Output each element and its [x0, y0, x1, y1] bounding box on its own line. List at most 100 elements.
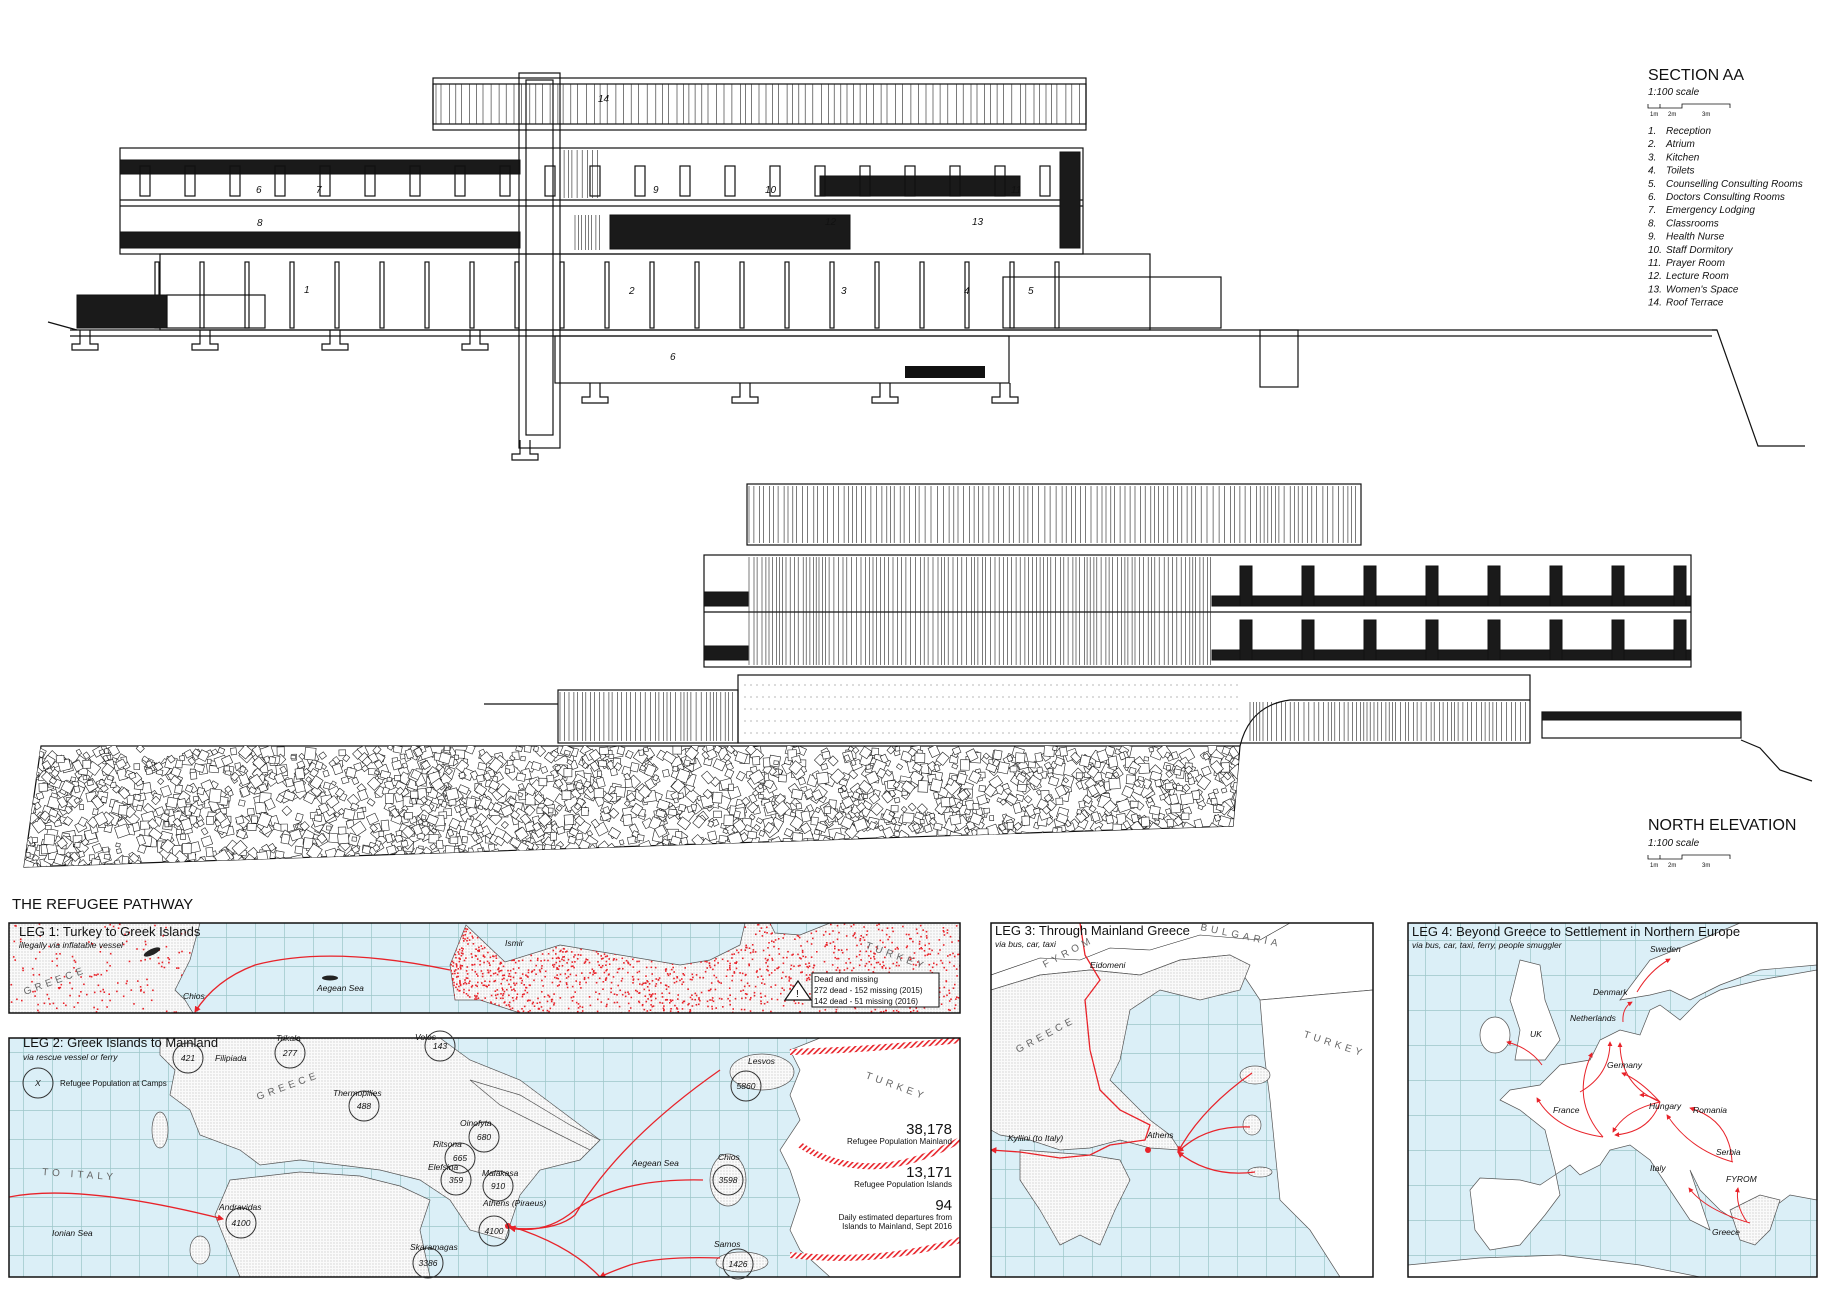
legend-number: 8. [1648, 218, 1656, 229]
legend-number: 14. [1648, 298, 1662, 309]
country-label: FYROM [1726, 1174, 1758, 1184]
room-tag: 13 [972, 217, 984, 228]
room-tag: 8 [257, 218, 263, 229]
legend-item: Toilets [1666, 166, 1695, 177]
room-tag: 1 [304, 285, 310, 296]
camp-marker: 3598 Chios [712, 1152, 744, 1196]
section-legend: SECTION AA 1:100 scale 1m 2m 3m 1.Recept… [1647, 67, 1803, 309]
room-tag: 5 [1028, 286, 1034, 297]
leg1-map: LEG 1: Turkey to Greek Islands illegally… [8, 922, 961, 1014]
scale-bar [1647, 854, 1731, 860]
leg2-title: LEG 2: Greek Islands to Mainland [23, 1035, 218, 1050]
camp-name: Filipiada [215, 1053, 247, 1063]
camp-name: Chios [718, 1152, 740, 1162]
camp-name: Andravidas [218, 1202, 262, 1212]
room-tag: 10 [765, 185, 777, 196]
stat-label: Daily estimated departures from [839, 1213, 953, 1222]
leg4-map: LEG 4: Beyond Greece to Settlement in No… [1407, 922, 1818, 1278]
country-label: Serbia [1716, 1147, 1741, 1157]
scale-bar [1647, 103, 1731, 109]
legend-number: 6. [1648, 192, 1656, 203]
north-elevation-drawing [23, 483, 1813, 868]
camp-marker: 4100 Athens (Piraeus) [478, 1198, 546, 1247]
warning-triangle-icon: ! [783, 979, 813, 1001]
place-label: Ismir [505, 938, 525, 948]
legend-number: 10. [1648, 245, 1662, 256]
section-title: SECTION AA [1648, 67, 1744, 84]
camp-name: Samos [714, 1239, 741, 1249]
place-label: Eidomeni [1090, 960, 1127, 970]
place-label: Aegean Sea [316, 983, 364, 993]
room-tag: 2 [628, 286, 635, 297]
camp-population: 488 [357, 1101, 371, 1111]
leg2-map: LEG 2: Greek Islands to Mainland via res… [8, 1030, 961, 1280]
country-label: Denmark [1593, 987, 1628, 997]
legend-number: 13. [1648, 284, 1662, 295]
legend-number: 2. [1647, 139, 1656, 150]
legend-number: 5. [1648, 179, 1656, 190]
boat-icon [322, 975, 338, 981]
scale-tick: 1m [1650, 112, 1658, 118]
boat-icon [143, 947, 161, 957]
legend-item: Classrooms [1666, 218, 1719, 229]
country-label: Netherlands [1570, 1013, 1617, 1023]
camp-name: Volos [415, 1032, 437, 1042]
camp-population: 4100 [485, 1226, 504, 1236]
country-label: France [1553, 1105, 1580, 1115]
legend-item: Staff Dormitory [1666, 245, 1734, 256]
section-aa-drawing: 1 2 3 4 5 6 6 7 8 9 10 11 12 13 14 [47, 72, 1805, 461]
place-label: Ionian Sea [52, 1228, 93, 1238]
room-tag: 12 [825, 217, 837, 228]
section-scale: 1:100 scale [1648, 87, 1700, 98]
camp-population: 910 [491, 1181, 505, 1191]
camp-name: Skaramagas [410, 1242, 458, 1252]
leg1-subtitle: illegally via inflatable vessel [19, 940, 124, 950]
camp-population: 3598 [719, 1175, 738, 1185]
legend-number: 4. [1648, 166, 1656, 177]
camp-population: 359 [449, 1175, 463, 1185]
room-tag: 7 [316, 185, 322, 196]
legend-item: Health Nurse [1666, 232, 1725, 243]
scale-tick: 2m [1668, 112, 1676, 118]
camp-population: 421 [181, 1053, 195, 1063]
camp-legend: X Refugee Population at Camps [22, 1067, 167, 1099]
scale-tick: 1m [1650, 863, 1658, 869]
legend-item: Doctors Consulting Rooms [1666, 192, 1785, 203]
leg3-subtitle: via bus, car, taxi [995, 939, 1057, 949]
legend-item: Counselling Consulting Rooms [1666, 179, 1803, 190]
room-tag: 3 [841, 286, 847, 297]
legend-number: 7. [1648, 205, 1656, 216]
country-label: UK [1530, 1029, 1542, 1039]
population-stats: 38,178 Refugee Population Mainland 13,17… [839, 1121, 953, 1231]
stat-label: Islands to Mainland, Sept 2016 [842, 1222, 952, 1231]
legend-item: Lecture Room [1666, 271, 1729, 282]
camp-name: Athens (Piraeus) [482, 1198, 546, 1208]
place-label: Aegean Sea [631, 1158, 679, 1168]
legend-item: Prayer Room [1666, 258, 1725, 269]
room-tag: 9 [653, 185, 659, 196]
scale-tick: 3m [1702, 863, 1710, 869]
camp-population: 5860 [737, 1081, 756, 1091]
leg3-map: LEG 3: Through Mainland Greece via bus, … [990, 922, 1374, 1278]
scale-tick: 3m [1702, 112, 1710, 118]
leg3-title: LEG 3: Through Mainland Greece [995, 923, 1190, 938]
legend-item: Emergency Lodging [1666, 205, 1755, 216]
leg4-subtitle: via bus, car, taxi, ferry, people smuggl… [1412, 940, 1563, 950]
leg1-title: LEG 1: Turkey to Greek Islands [19, 924, 201, 939]
stat-label: Refugee Population Mainland [847, 1137, 952, 1146]
leg2-subtitle: via rescue vessel or ferry [23, 1052, 118, 1062]
camp-population: 277 [282, 1048, 297, 1058]
room-tag: 6 [256, 185, 262, 196]
place-label: Chios [183, 991, 205, 1001]
room-tag: 6 [670, 352, 676, 363]
room-tag: 11 [1011, 185, 1021, 196]
